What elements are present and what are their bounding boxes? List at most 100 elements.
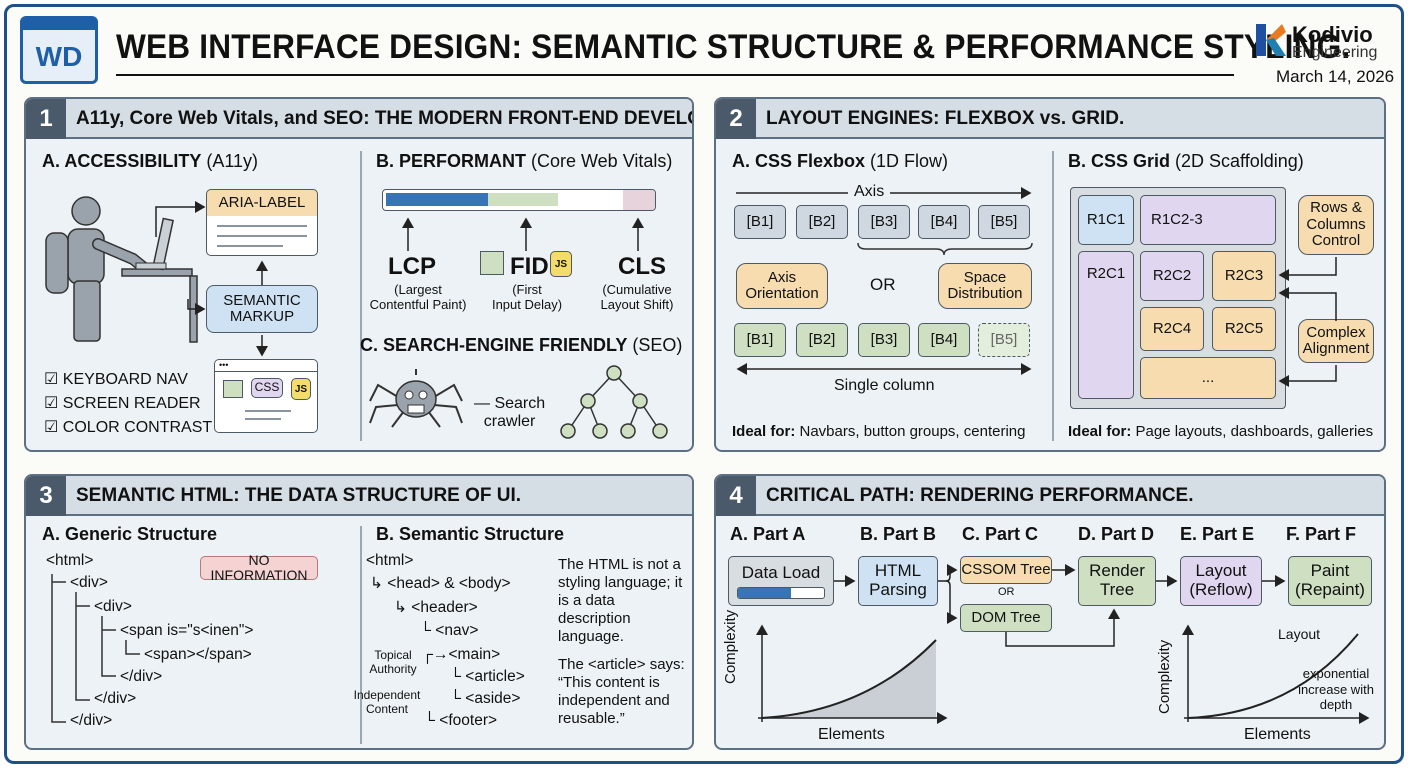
js-file-icon: JS bbox=[550, 251, 572, 277]
panel-4: 4 CRITICAL PATH: RENDERING PERFORMANCE. … bbox=[714, 474, 1386, 750]
flexbox-ideal: Ideal for: Navbars, button groups, cente… bbox=[732, 423, 1026, 440]
check-keyboard-nav: ☑ KEYBOARD NAV bbox=[44, 371, 188, 388]
panel-3-title: SEMANTIC HTML: THE DATA STRUCTURE OF UI. bbox=[76, 485, 522, 506]
flow-arrows bbox=[155, 201, 268, 357]
layout-reflow-box: Layout (Reflow) bbox=[1180, 556, 1262, 606]
panel-3: 3 SEMANTIC HTML: THE DATA STRUCTURE OF U… bbox=[24, 474, 694, 750]
cssom-tree-box: CSSOM Tree bbox=[960, 556, 1052, 584]
flex-item-b2: [B2] bbox=[796, 205, 848, 239]
data-load-box: Data Load bbox=[728, 556, 834, 606]
panel-1-number: 1 bbox=[26, 99, 66, 139]
flex-col-item-b4: [B4] bbox=[918, 323, 970, 357]
grid-ideal: Ideal for: Page layouts, dashboards, gal… bbox=[1068, 423, 1374, 440]
panel-2-divider bbox=[1052, 151, 1054, 441]
generic-line-2: <div> bbox=[70, 574, 108, 591]
spider-crawler-icon bbox=[369, 369, 463, 428]
data-load-label: Data Load bbox=[741, 563, 821, 582]
lcp-label: LCP bbox=[388, 253, 436, 280]
data-load-progress-fill bbox=[738, 588, 792, 598]
render-tree-box: Render Tree bbox=[1078, 556, 1156, 606]
grid-cell-r2c3: R2C3 bbox=[1212, 251, 1276, 301]
title-underline bbox=[116, 74, 1234, 76]
browser-window: ••• CSS JS bbox=[214, 359, 318, 433]
generic-line-8: </div> bbox=[70, 712, 113, 729]
panel-2-header: 2 LAYOUT ENGINES: FLEXBOX vs. GRID. bbox=[716, 99, 1384, 139]
axis-label: Axis bbox=[848, 183, 891, 201]
semantic-line-1: <html> bbox=[366, 552, 414, 569]
generic-structure-heading: A. Generic Structure bbox=[42, 524, 218, 544]
fid-segment bbox=[488, 193, 558, 206]
page-title: WEB INTERFACE DESIGN: SEMANTIC STRUCTURE… bbox=[116, 28, 1351, 66]
axis-orientation-callout: Axis Orientation bbox=[736, 263, 828, 309]
rows-columns-callout: Rows & Columns Control bbox=[1298, 195, 1374, 255]
right-chart-xlabel: Elements bbox=[1244, 726, 1311, 743]
grid-heading: B. CSS Grid (2D Scaffolding) bbox=[1068, 151, 1304, 171]
generic-line-5: <span></span> bbox=[144, 646, 252, 663]
web-vitals-bar bbox=[382, 189, 656, 211]
brand-name: Kodivio bbox=[1292, 22, 1373, 47]
independent-content-label: Independent Content bbox=[353, 688, 421, 717]
semantic-line-6: └ <article> bbox=[450, 668, 525, 685]
or-small-label: OR bbox=[998, 586, 1015, 598]
flex-item-b1: [B1] bbox=[734, 205, 786, 239]
dom-tree-box: DOM Tree bbox=[960, 604, 1052, 632]
grid-cell-r2c1: R2C1 bbox=[1078, 251, 1134, 399]
date: March 14, 2026 bbox=[1276, 67, 1395, 86]
semantic-note-1: The HTML is not a styling language; it i… bbox=[558, 556, 683, 645]
accessibility-heading: A. ACCESSIBILITY (A11y) bbox=[42, 151, 259, 171]
part-e-label: E. Part E bbox=[1180, 524, 1255, 544]
no-information-badge: NO INFORMATION bbox=[200, 552, 318, 583]
fid-label: FID bbox=[510, 253, 549, 280]
kodivio-logo-icon bbox=[1256, 24, 1286, 56]
left-chart-ylabel: Complexity bbox=[722, 609, 739, 684]
layout-curve bbox=[1187, 633, 1359, 719]
flex-col-item-b1: [B1] bbox=[734, 323, 786, 357]
semantic-markup-box: SEMANTIC MARKUP bbox=[206, 285, 318, 333]
image-icon bbox=[480, 251, 504, 275]
css-badge: CSS bbox=[251, 378, 283, 398]
site-tree-icon bbox=[560, 365, 668, 439]
check-color-contrast: ☑ COLOR CONTRAST bbox=[44, 419, 213, 436]
single-column-label: Single column bbox=[834, 377, 935, 394]
aria-label-box: ARIA-LABEL bbox=[206, 189, 318, 217]
panel-2: 2 LAYOUT ENGINES: FLEXBOX vs. GRID. A. C… bbox=[714, 97, 1386, 452]
grid-cell-r1c2-3: R1C2-3 bbox=[1140, 195, 1276, 245]
semantic-structure-heading: B. Semantic Structure bbox=[376, 524, 565, 544]
complexity-curve bbox=[761, 639, 937, 719]
generic-line-7: </div> bbox=[94, 690, 137, 707]
data-load-progress bbox=[737, 587, 825, 599]
semantic-line-5: ┌→<main> bbox=[422, 646, 501, 663]
flex-col-item-b5: [B5] bbox=[978, 323, 1030, 357]
complexity-chart-right bbox=[1182, 624, 1370, 724]
part-c-label: C. Part C bbox=[962, 524, 1039, 544]
panel-2-number: 2 bbox=[716, 99, 756, 139]
semantic-note-2: The <article> says: “This content is ind… bbox=[558, 656, 685, 727]
cls-label: CLS bbox=[618, 253, 666, 280]
complexity-area bbox=[762, 640, 936, 718]
panel-2-title: LAYOUT ENGINES: FLEXBOX vs. GRID. bbox=[766, 108, 1125, 129]
pipeline-arrows bbox=[834, 564, 1286, 647]
panel-4-number: 4 bbox=[716, 476, 756, 516]
semantic-line-7: └ <aside> bbox=[450, 690, 521, 707]
flex-item-b5: [B5] bbox=[978, 205, 1030, 239]
topical-authority-label: Topical Authority bbox=[369, 648, 417, 677]
metric-arrows bbox=[402, 217, 644, 251]
complex-alignment-callout: Complex Alignment bbox=[1298, 319, 1374, 363]
exponential-annotation: exponential increase with depth bbox=[1298, 666, 1374, 713]
flex-item-b3: [B3] bbox=[858, 205, 910, 239]
generic-line-6: </div> bbox=[120, 668, 163, 685]
single-column-arrow bbox=[736, 363, 1032, 375]
panel-4-header: 4 CRITICAL PATH: RENDERING PERFORMANCE. bbox=[716, 476, 1384, 516]
panel-3-number: 3 bbox=[26, 476, 66, 516]
flex-col-item-b3: [B3] bbox=[858, 323, 910, 357]
complexity-chart-left bbox=[756, 624, 948, 724]
brand-subtitle: Engineering bbox=[1292, 44, 1378, 61]
generic-line-3: <div> bbox=[94, 598, 132, 615]
performant-heading: B. PERFORMANT (Core Web Vitals) bbox=[376, 151, 673, 171]
generic-line-1: <html> bbox=[46, 552, 94, 569]
grid-cell-r2c4: R2C4 bbox=[1140, 307, 1204, 351]
grid-cell-r2c5: R2C5 bbox=[1212, 307, 1276, 351]
flex-item-b4: [B4] bbox=[918, 205, 970, 239]
